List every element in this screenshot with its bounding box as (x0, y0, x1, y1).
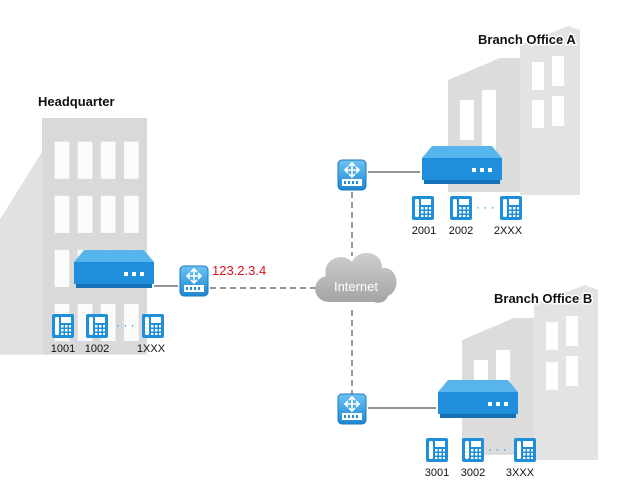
branch-b-pbx-server-icon (438, 380, 518, 418)
branch-b-phone-icon (462, 438, 484, 462)
internet-label: Internet (334, 279, 378, 294)
extension-label: 2XXX (494, 225, 523, 237)
hq-phone-icon (142, 314, 164, 338)
hq-router-icon (179, 265, 209, 297)
hq-router-ip-label: 123.2.3.4 (212, 263, 266, 278)
branch-b-router-icon (337, 393, 367, 425)
hq-phone-icon (52, 314, 74, 338)
extension-label: 1XXX (137, 343, 166, 355)
extension-label: 2002 (449, 225, 473, 237)
branch-b-building-icon (462, 285, 598, 460)
branch-a-router-icon (337, 159, 367, 191)
ellipsis: · · · (476, 200, 495, 214)
branch-a-title: Branch Office A (478, 32, 576, 47)
ellipsis: · · · (488, 442, 507, 456)
hq-pbx-server-icon (74, 250, 154, 288)
branch-b-title: Branch Office B (494, 291, 592, 306)
branch-b-phone-icon (426, 438, 448, 462)
branch-a-phone-icon (450, 196, 472, 220)
extension-label: 3XXX (506, 467, 535, 479)
extension-label: 3001 (425, 467, 449, 479)
extension-label: 1001 (51, 343, 75, 355)
hq-title: Headquarter (38, 94, 115, 109)
hq-phone-icon (86, 314, 108, 338)
extension-label: 1002 (85, 343, 109, 355)
extension-label: 3002 (461, 467, 485, 479)
network-links (154, 171, 436, 409)
branch-a-phone-icon (412, 196, 434, 220)
ellipsis: · · · (116, 318, 135, 332)
branch-a-phone-icon (500, 196, 522, 220)
branch-a-pbx-server-icon (422, 146, 502, 184)
internet-cloud-icon: Internet (315, 252, 397, 303)
extension-label: 2001 (412, 225, 436, 237)
branch-b-phone-icon (514, 438, 536, 462)
